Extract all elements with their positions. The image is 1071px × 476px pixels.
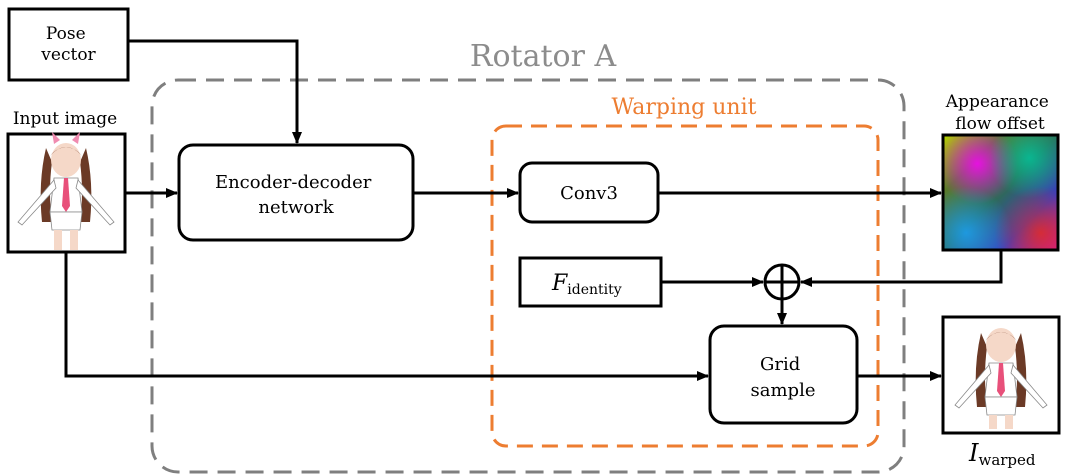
i-warped-label: Iwarped (968, 439, 1036, 469)
appearance-flow-label: Appearance flow offset (945, 92, 1054, 134)
encoder-decoder-line2: network (258, 197, 334, 218)
grid-sample-line1: Grid (760, 354, 800, 375)
i-warped-sub: warped (978, 451, 1035, 469)
input-image-label: Input image (13, 109, 117, 129)
grid-sample-line2: sample (751, 380, 816, 401)
encoder-decoder-label: Encoder-decoder network (215, 172, 377, 218)
encoder-decoder-line1: Encoder-decoder (215, 172, 372, 193)
input-image-figure (17, 132, 115, 250)
f-identity-main: F (551, 271, 568, 296)
rotator-a-title: Rotator A (470, 39, 617, 74)
grid-sample-label: Grid sample (751, 354, 816, 401)
add-operator-icon (763, 263, 801, 301)
pose-vector-line2: vector (40, 45, 96, 65)
appearance-flow-line2: flow offset (955, 114, 1045, 134)
warping-unit-title: Warping unit (612, 95, 757, 120)
warped-image-figure (954, 328, 1048, 429)
conv3-label: Conv3 (560, 183, 618, 204)
f-identity-label: Fidentity (551, 271, 622, 298)
pose-vector-line1: Pose (46, 24, 86, 44)
rotator-a-container (150, 78, 906, 474)
warping-unit-container (490, 124, 880, 448)
appearance-flow-image (941, 133, 1060, 252)
f-identity-sub: identity (567, 282, 621, 298)
arrow-pose-to-encoder (128, 39, 302, 144)
i-warped-main: I (968, 439, 979, 467)
arrow-input-to-grid (64, 252, 709, 381)
arrow-flow-to-add (800, 250, 1003, 287)
pose-vector-box (7, 7, 130, 82)
appearance-flow-line1: Appearance (945, 92, 1049, 112)
pose-vector-label: Pose vector (40, 24, 96, 65)
